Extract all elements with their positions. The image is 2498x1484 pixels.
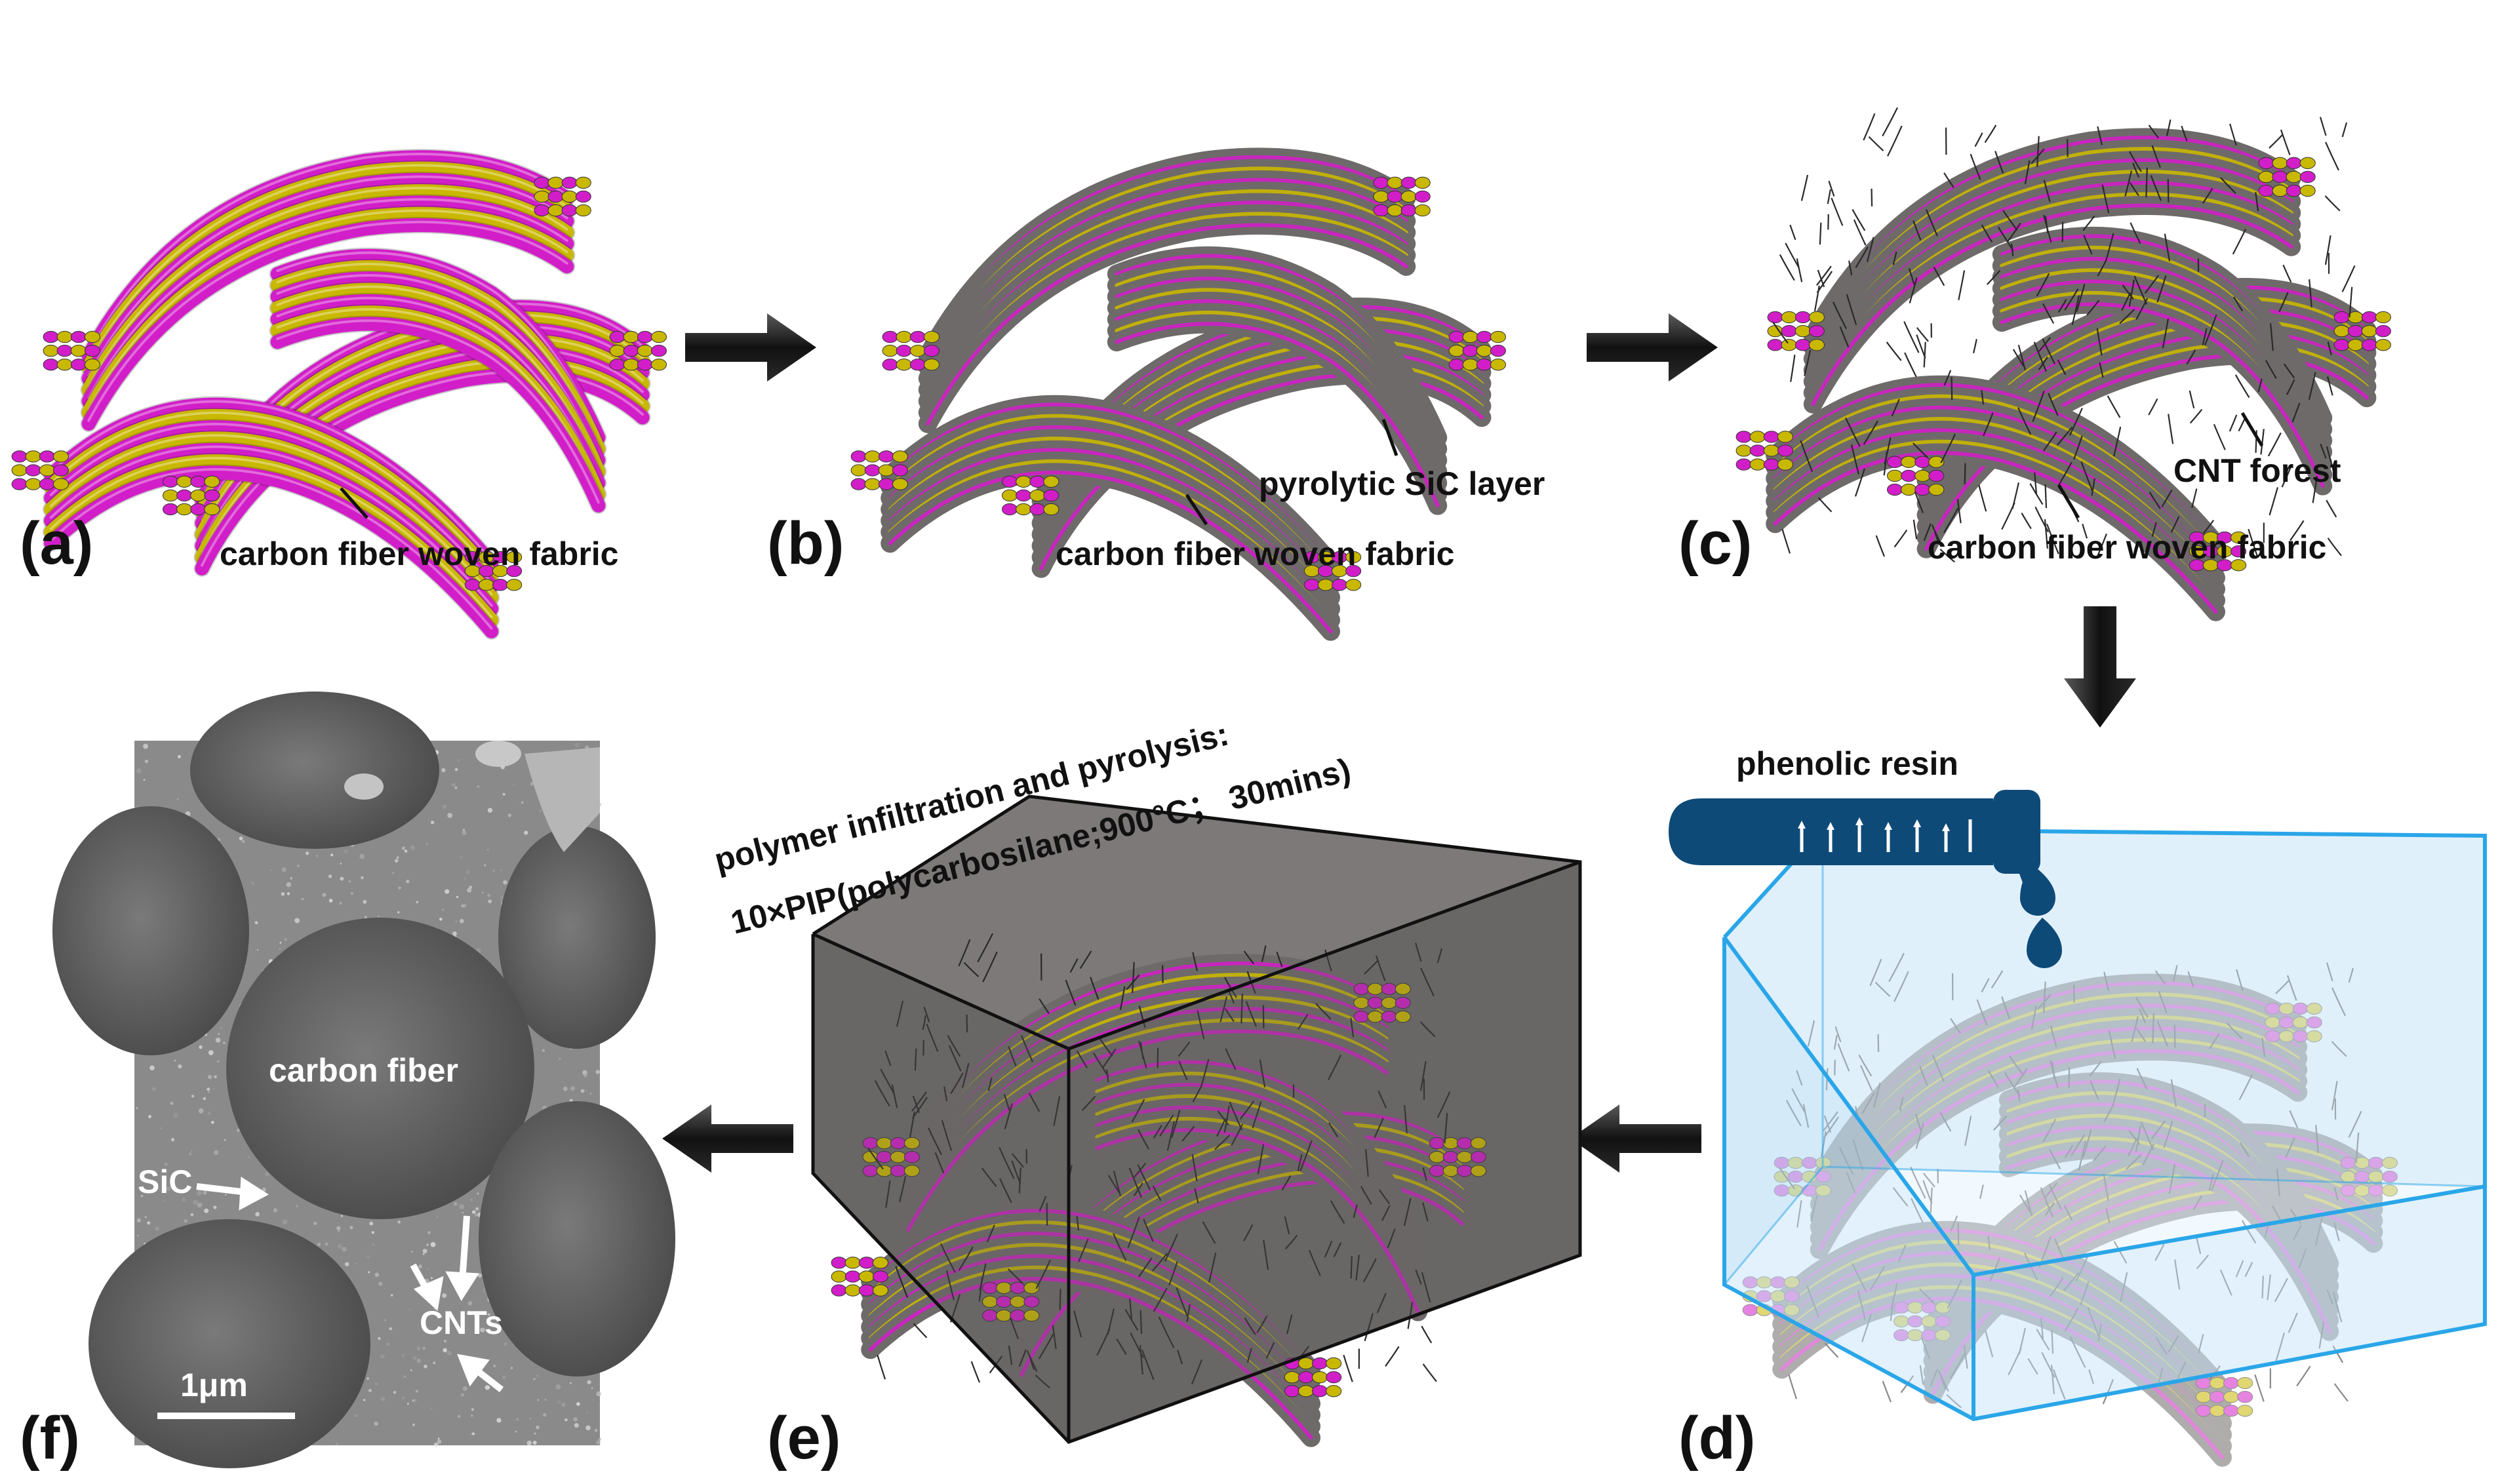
sem-label-carbon-fiber: carbon fiber [269, 1052, 458, 1089]
woven-fabric-b [850, 147, 1506, 641]
woven-fabric-c [1735, 107, 2391, 621]
sem-label-sic: SiC [138, 1163, 192, 1200]
pip-box-front [811, 794, 1582, 1444]
pointer-b [1185, 494, 1208, 526]
panel-label-d: (d) [1678, 1405, 1755, 1472]
arrow-d-to-e [1570, 1104, 1701, 1173]
scale-bar [157, 1413, 295, 1419]
arrow-e-to-f [662, 1104, 793, 1173]
sem-fiber-right-top [498, 826, 656, 1049]
woven-fabric-a [11, 149, 667, 640]
woven-fabric-e [831, 933, 1486, 1447]
panel-label-e: (e) [767, 1405, 841, 1472]
annotation-phenolic-resin: phenolic resin [1736, 745, 1958, 782]
pointer-a [340, 487, 368, 519]
sem-scale-label: 1μm [180, 1367, 248, 1403]
sem-fiber-center [226, 918, 534, 1219]
woven-fabric-d [1742, 952, 2398, 1467]
dropper-icon [1669, 790, 2062, 968]
sem-fiber-right [479, 1101, 675, 1377]
sem-label-cnts: CNTs [420, 1304, 503, 1341]
caption-a: carbon fiber woven fabric [220, 536, 618, 572]
panel-label-a: (a) [20, 510, 93, 577]
caption-c: carbon fiber woven fabric [1928, 529, 2326, 566]
pointer-c [2057, 484, 2080, 519]
caption-b: carbon fiber woven fabric [1056, 536, 1454, 572]
annotation-sic-layer: pyrolytic SiC layer [1259, 465, 1545, 502]
sem-fiber-top [190, 692, 439, 849]
sem-fiber-bottom-left [89, 1219, 370, 1468]
sem-fiber-left [52, 806, 249, 1055]
resin-box-front [1722, 827, 2487, 1422]
arrow-b-to-c [1587, 313, 1718, 381]
panel-label-b: (b) [767, 510, 844, 577]
annotation-cnt-forest: CNT forest [2173, 452, 2341, 489]
panel-label-f: (f) [20, 1405, 80, 1472]
arrow-c-to-d [2064, 606, 2136, 728]
pointer-sic [1381, 419, 1398, 456]
panel-label-c: (c) [1678, 510, 1752, 577]
sem-micrograph: carbon fiber SiC CNTs 1μm [52, 692, 675, 1468]
pointer-cnt [2240, 412, 2264, 447]
arrow-a-to-b [685, 313, 816, 381]
